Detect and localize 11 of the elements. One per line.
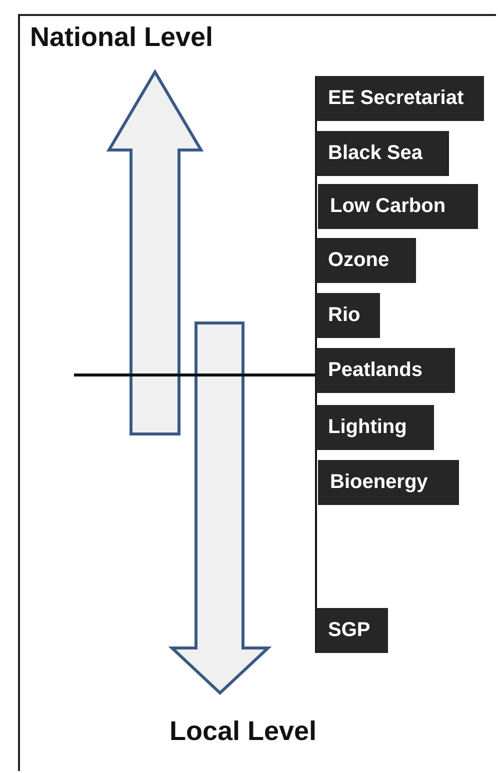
project-label: Bioenergy [318, 460, 459, 505]
project-label: Black Sea [316, 131, 449, 176]
project-label: Peatlands [316, 348, 455, 393]
project-label: Lighting [316, 405, 434, 450]
project-label: Rio [316, 293, 380, 338]
level-heading: Local Level [169, 716, 317, 747]
project-label: EE Secretariat [316, 76, 484, 121]
project-label: Low Carbon [318, 184, 478, 229]
project-label: SGP [316, 608, 388, 653]
level-heading: National Level [30, 22, 214, 53]
project-label: Ozone [316, 238, 416, 283]
